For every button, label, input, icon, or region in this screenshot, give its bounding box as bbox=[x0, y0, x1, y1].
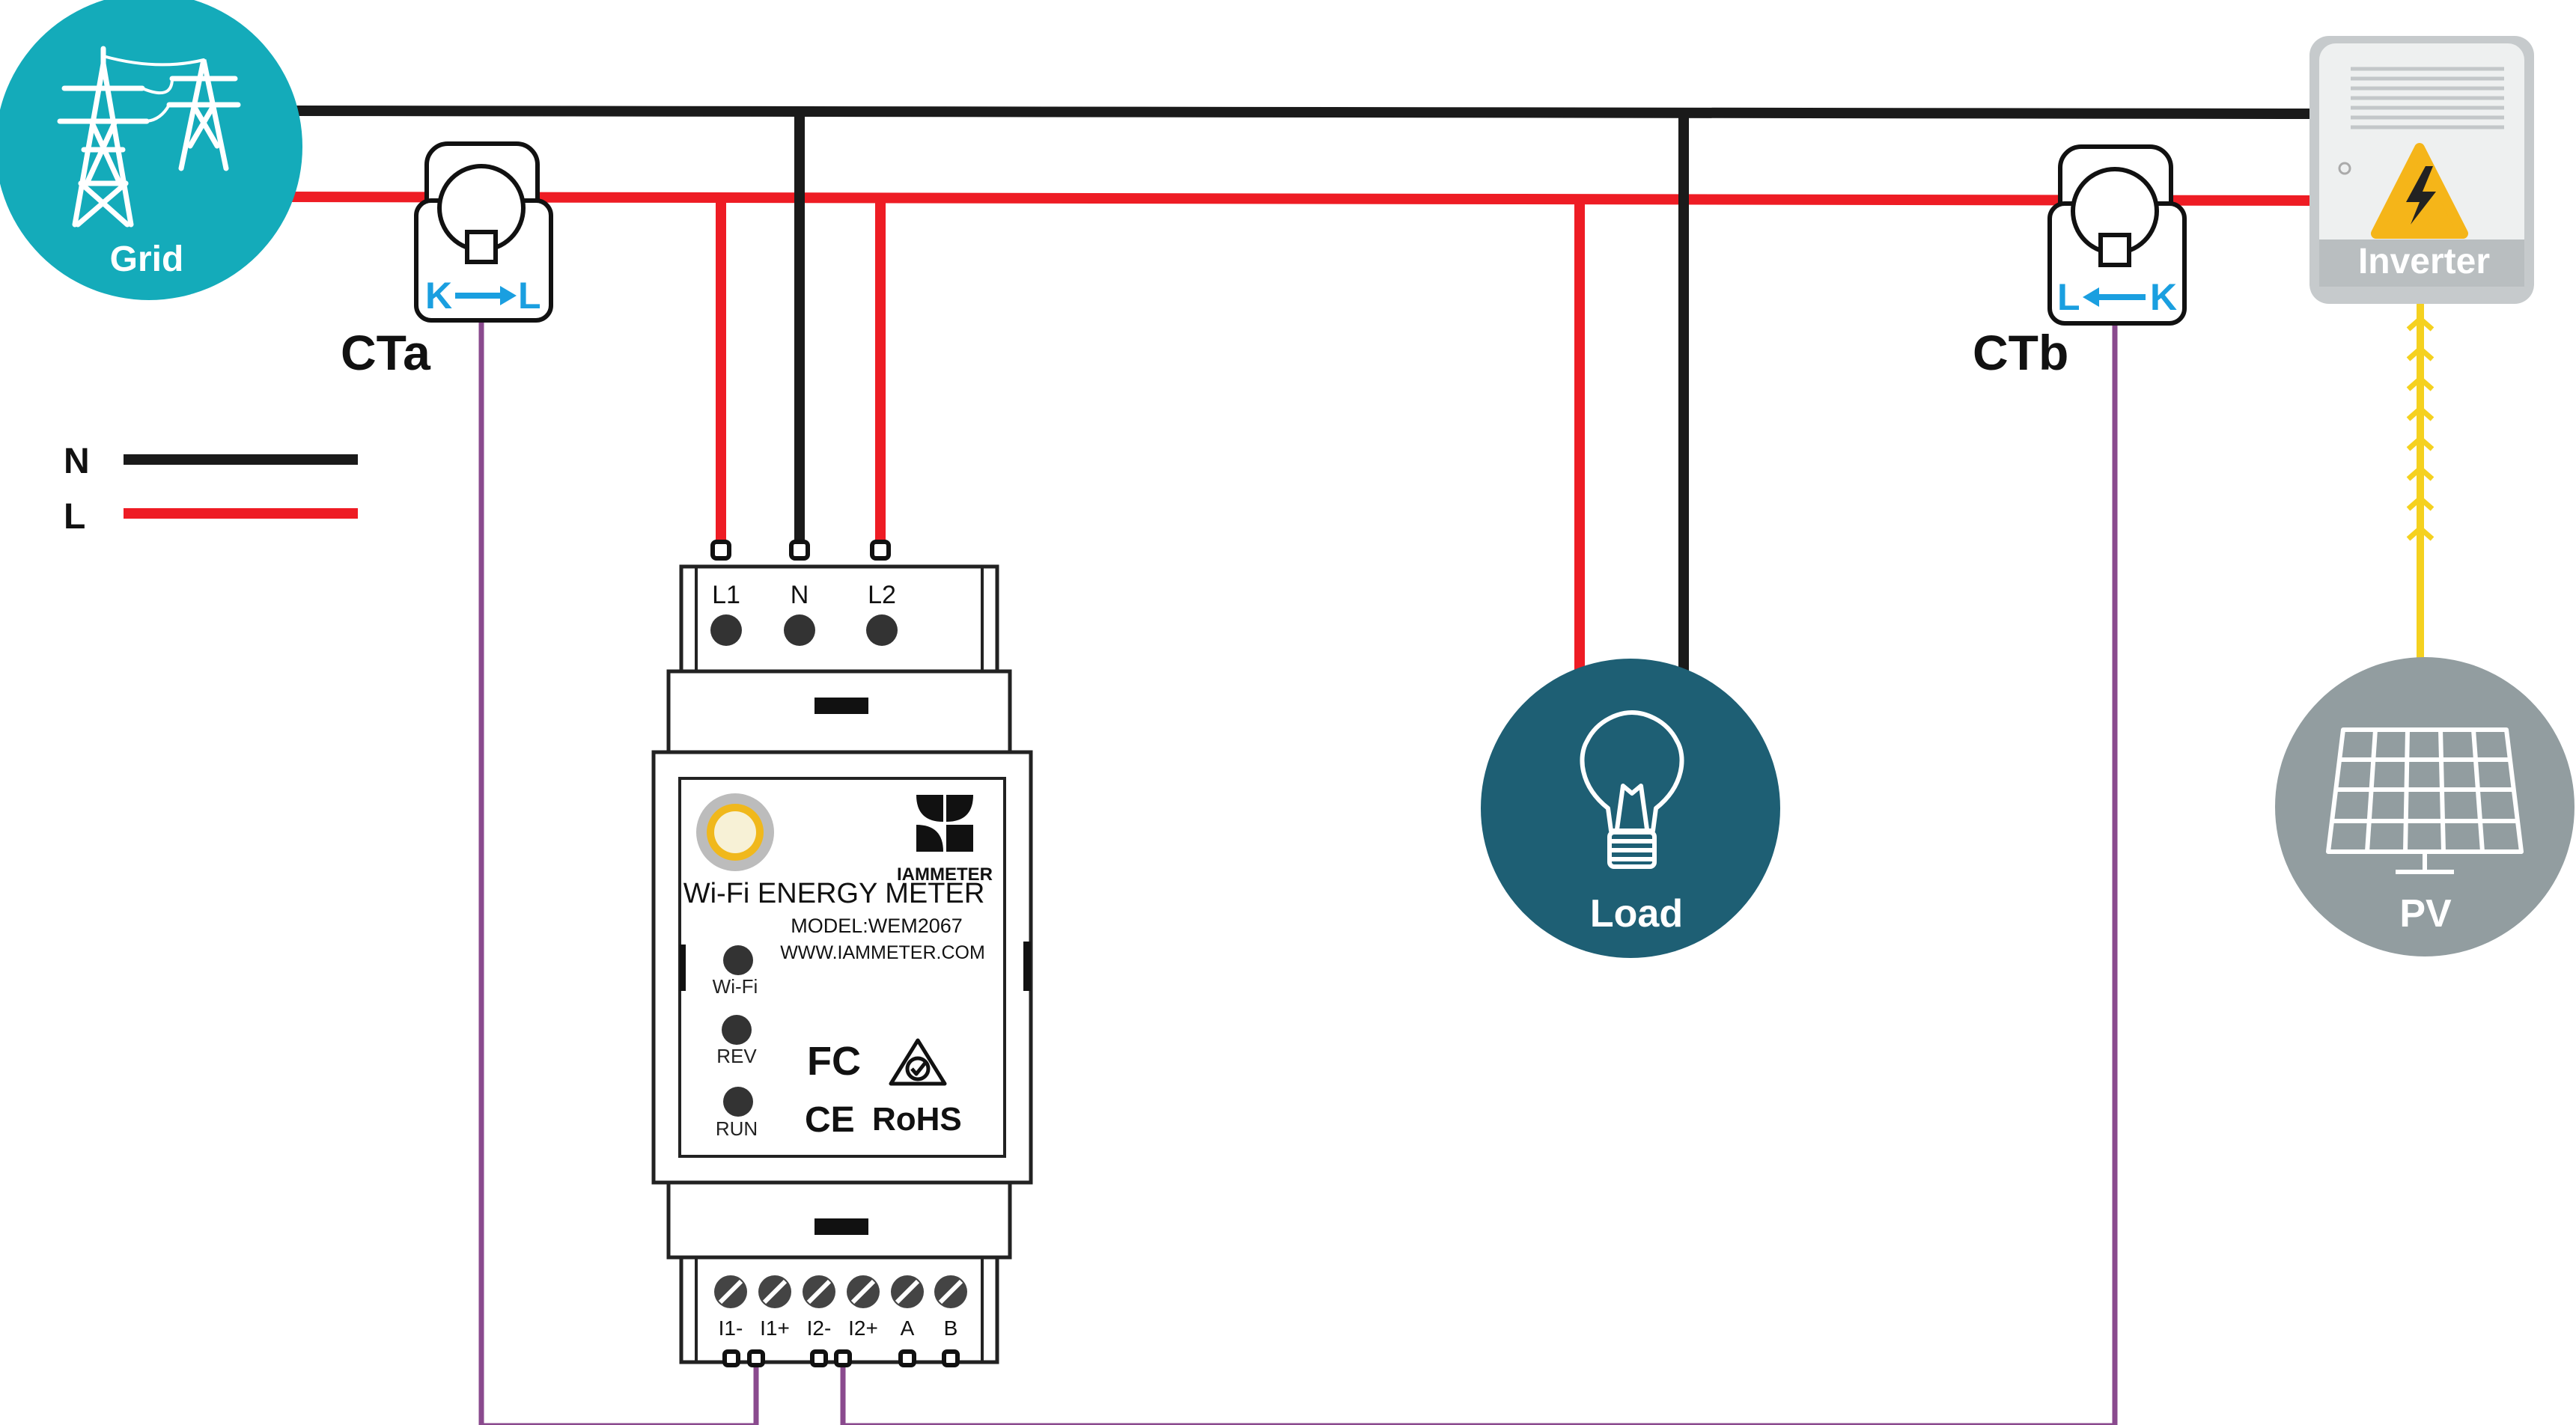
terminal-n-connector bbox=[789, 540, 810, 561]
meter-upper-clip bbox=[814, 698, 868, 714]
rohs-mark: RoHS bbox=[872, 1101, 962, 1138]
terminal-i1-minus-connector bbox=[722, 1349, 740, 1367]
meter-left-tab bbox=[680, 945, 686, 991]
wifi-antenna-icon bbox=[696, 793, 774, 871]
meter-bottom-terminals: I1- I1+ I2- I2+ A B bbox=[714, 1275, 967, 1367]
terminal-n-screw bbox=[784, 614, 815, 646]
meter-top-terminals: L1 N L2 bbox=[710, 540, 898, 646]
meter-bottom-terminal-block bbox=[679, 1255, 999, 1364]
terminal-i2-plus-screw bbox=[847, 1275, 880, 1308]
inverter-vent-icon bbox=[2351, 67, 2504, 129]
cta-signal-wire bbox=[478, 318, 759, 1425]
inverter-bottom-band bbox=[2319, 239, 2524, 287]
live-main-wire bbox=[287, 192, 2310, 206]
terminal-b-connector bbox=[942, 1349, 960, 1367]
terminal-a-screw bbox=[891, 1275, 924, 1308]
terminal-i2-minus-connector bbox=[810, 1349, 828, 1367]
ct-a-arrow-icon bbox=[500, 286, 517, 305]
meter-brand: IAMMETER bbox=[897, 864, 993, 885]
pv-label: PV bbox=[2399, 892, 2452, 936]
ctb-signal-wire bbox=[840, 318, 2118, 1425]
terminal-l1-label: L1 bbox=[712, 581, 740, 609]
load-label: Load bbox=[1590, 892, 1683, 936]
meter-right-tab bbox=[1023, 942, 1031, 991]
terminal-i1-minus-screw bbox=[714, 1275, 747, 1308]
energy-meter: L1 N L2 IAMMETER Wi-Fi ENERGY METER MODE… bbox=[651, 540, 1033, 1367]
ct-a-k-label: K bbox=[425, 275, 452, 317]
ct-a-clamp: K L CTa bbox=[341, 141, 553, 380]
ct-a-slot bbox=[465, 230, 498, 264]
terminal-l2-label: L2 bbox=[868, 581, 896, 609]
run-led bbox=[723, 1087, 753, 1117]
ct-b-clamp: L K CTb bbox=[1973, 144, 2187, 380]
terminal-i1-minus-label: I1- bbox=[719, 1316, 743, 1340]
meter-lower-shoulder bbox=[666, 1180, 1012, 1260]
ct-a-l-label: L bbox=[518, 275, 541, 317]
ct-a-label: CTa bbox=[341, 325, 431, 380]
terminal-i1-plus-screw bbox=[758, 1275, 791, 1308]
iammeter-logo-icon bbox=[916, 795, 973, 852]
legend: N L bbox=[64, 442, 358, 537]
light-bulb-icon bbox=[1580, 710, 1684, 869]
terminal-l1-screw bbox=[710, 614, 742, 646]
ct-b-k-label: K bbox=[2150, 276, 2177, 318]
rev-led-label: REV bbox=[716, 1045, 757, 1067]
pv-dc-chevrons bbox=[2406, 316, 2435, 541]
pv-node: PV bbox=[2275, 657, 2575, 956]
inverter-node: Inverter bbox=[2309, 36, 2534, 304]
wifi-led bbox=[723, 945, 753, 975]
terminal-l1-connector bbox=[710, 540, 731, 561]
solar-panel-icon bbox=[2326, 727, 2524, 874]
meter-model: MODEL:WEM2067 bbox=[791, 915, 963, 937]
terminal-i1-plus-label: I1+ bbox=[760, 1316, 790, 1340]
meter-title: Wi-Fi ENERGY METER bbox=[683, 878, 985, 909]
ct-b-label: CTb bbox=[1973, 325, 2068, 380]
terminal-i2-minus-label: I2- bbox=[807, 1316, 832, 1340]
ct-b-l-label: L bbox=[2057, 276, 2080, 318]
legend-live-label: L bbox=[64, 497, 85, 537]
rcm-mark-icon bbox=[889, 1038, 947, 1086]
ce-mark: CE bbox=[805, 1100, 855, 1140]
load-circle bbox=[1481, 659, 1780, 958]
rev-led bbox=[722, 1015, 752, 1045]
ct-b-slot bbox=[2098, 233, 2131, 267]
meter-lower-clip bbox=[814, 1218, 868, 1235]
load-node: Load bbox=[1481, 659, 1780, 958]
run-led-label: RUN bbox=[716, 1117, 758, 1140]
terminal-l2-screw bbox=[866, 614, 898, 646]
inverter-label: Inverter bbox=[2358, 242, 2490, 281]
terminal-n-label: N bbox=[791, 581, 809, 609]
meter-website: WWW.IAMMETER.COM bbox=[780, 942, 985, 963]
grid-node: Grid bbox=[0, 0, 302, 300]
wifi-led-label: Wi-Fi bbox=[713, 975, 758, 998]
legend-neutral-label: N bbox=[64, 442, 90, 481]
inverter-lock-icon bbox=[2338, 162, 2351, 175]
terminal-a-label: A bbox=[901, 1316, 915, 1340]
terminal-i2-minus-screw bbox=[803, 1275, 835, 1308]
fcc-mark: FC bbox=[807, 1039, 861, 1084]
power-tower-icon bbox=[57, 46, 241, 228]
terminal-i1-plus-connector bbox=[747, 1349, 765, 1367]
grid-label: Grid bbox=[110, 239, 184, 279]
terminal-b-screw bbox=[934, 1275, 967, 1308]
neutral-main-wire bbox=[295, 106, 2310, 119]
terminal-l2-connector bbox=[870, 540, 891, 561]
wires bbox=[287, 106, 2435, 1425]
lightning-warning-icon bbox=[2371, 143, 2468, 239]
terminal-i2-plus-label: I2+ bbox=[848, 1316, 878, 1340]
terminal-b-label: B bbox=[944, 1316, 958, 1340]
terminal-i2-plus-connector bbox=[834, 1349, 852, 1367]
terminal-a-connector bbox=[898, 1349, 916, 1367]
ct-b-arrow-icon bbox=[2083, 287, 2099, 307]
